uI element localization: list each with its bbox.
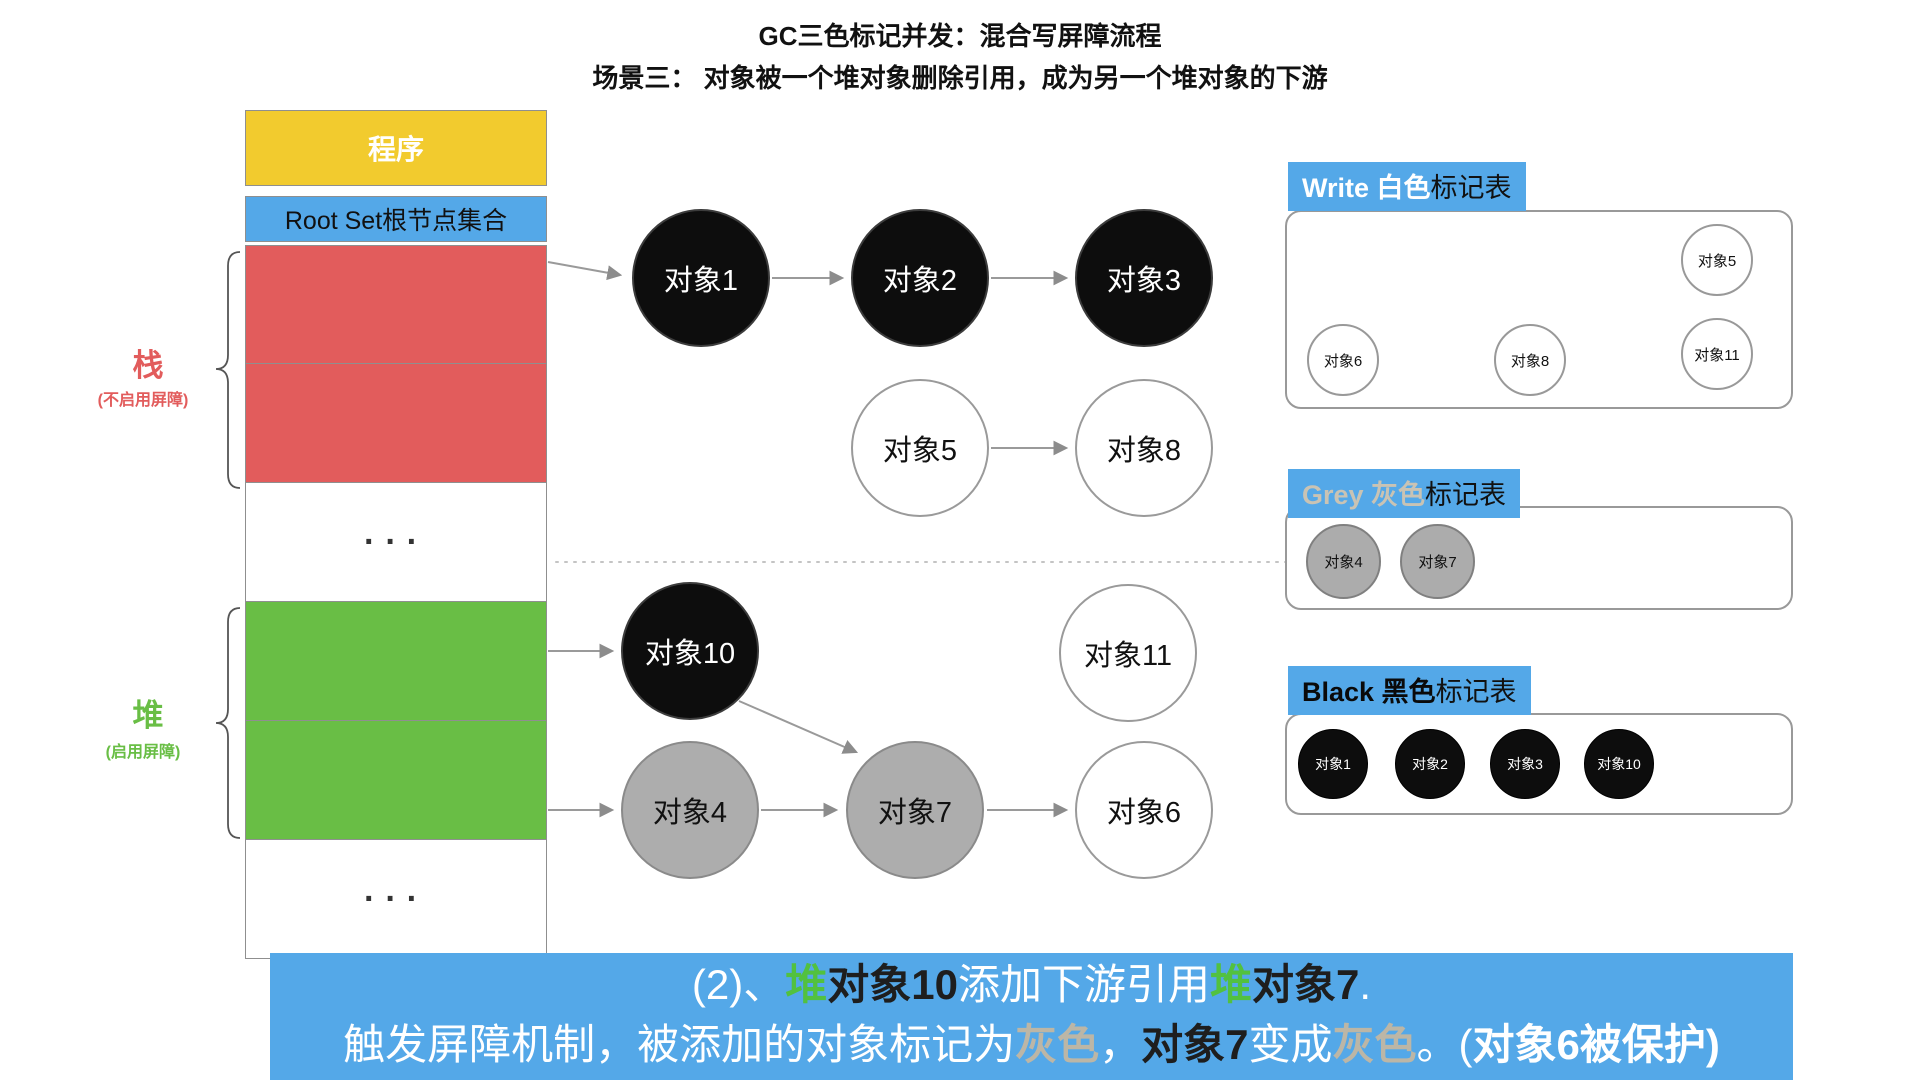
memory-box-rootset: Root Set根节点集合 — [245, 196, 547, 242]
stack-section-label: 栈 — [132, 348, 164, 383]
program-label: 程序 — [367, 134, 424, 165]
banner-text: 触发屏障机制，被添加的对象标记为 — [343, 1021, 1016, 1068]
ellipsis-label: ··· — [364, 522, 428, 561]
node-label: 对象4 — [652, 797, 728, 829]
banner-text: ) — [1705, 1021, 1720, 1068]
banner-text: 对象10 — [827, 961, 958, 1008]
node-label: 对象11 — [1083, 640, 1173, 672]
ellipsis-label: ··· — [364, 879, 428, 918]
banner-text: 对象7 — [1252, 961, 1360, 1008]
arrow-obj10-to-obj7 — [738, 700, 859, 754]
graph-node-obj4: 对象4 — [621, 741, 759, 879]
black-table-title: Black 黑色 — [1302, 677, 1436, 707]
heap-section-note: (启用屏障) — [105, 744, 181, 761]
black-table-title-suffix: 标记表 — [1435, 677, 1517, 707]
banner-text: 灰色 — [1015, 1021, 1100, 1068]
banner-text: 对象7 — [1141, 1021, 1249, 1068]
black-table-node: 对象2 — [1395, 729, 1465, 799]
banner-line-1: (2)、堆对象10添加下游引用堆对象7. — [692, 955, 1371, 1015]
white-table-title-suffix: 标记表 — [1430, 173, 1512, 203]
rootset-label: Root Set根节点集合 — [284, 207, 508, 235]
node-label: 对象7 — [1418, 554, 1457, 571]
node-label: 对象3 — [1507, 756, 1543, 772]
graph-node-obj8: 对象8 — [1075, 379, 1213, 517]
node-label: 对象5 — [882, 435, 958, 467]
banner-text: 对象6被保护 — [1472, 1021, 1706, 1068]
banner-line-2: 触发屏障机制，被添加的对象标记为灰色，对象7变成灰色。(对象6被保护) — [343, 1015, 1720, 1075]
heap-brace — [215, 607, 241, 839]
node-label: 对象8 — [1510, 352, 1550, 370]
graph-node-obj7: 对象7 — [846, 741, 984, 879]
node-label: 对象5 — [1697, 252, 1737, 270]
memory-box-heap-1 — [245, 601, 547, 721]
memory-box-stack-2 — [245, 363, 547, 483]
white-table-header: Write 白色标记表 — [1288, 162, 1526, 211]
graph-node-obj5: 对象5 — [851, 379, 989, 517]
graph-node-obj11: 对象11 — [1059, 584, 1197, 722]
diagram-subtitle: 场景三： 对象被一个堆对象删除引用，成为另一个堆对象的下游 — [592, 63, 1328, 93]
node-label: 对象4 — [1324, 554, 1363, 571]
black-table-node: 对象10 — [1584, 729, 1654, 799]
memory-box-stack-1 — [245, 245, 547, 364]
grey-table-node: 对象4 — [1306, 524, 1381, 599]
heap-section-label: 堆 — [132, 698, 164, 733]
node-label: 对象10 — [644, 638, 736, 670]
bottom-banner: (2)、堆对象10添加下游引用堆对象7. 触发屏障机制，被添加的对象标记为灰色，… — [270, 953, 1793, 1080]
grey-table-node: 对象7 — [1400, 524, 1475, 599]
node-label: 对象2 — [882, 265, 958, 297]
banner-text: (2)、 — [691, 961, 786, 1008]
black-table-node: 对象1 — [1298, 729, 1368, 799]
node-label: 对象2 — [1412, 756, 1448, 772]
grey-table-title: Grey 灰色 — [1302, 480, 1426, 510]
grey-table-title-suffix: 标记表 — [1425, 480, 1507, 510]
node-label: 对象6 — [1106, 797, 1182, 829]
banner-text: ， — [1099, 1021, 1142, 1068]
white-table-node: 对象5 — [1681, 224, 1753, 296]
black-table-header: Black 黑色标记表 — [1288, 666, 1531, 715]
banner-text: 。( — [1416, 1021, 1473, 1068]
grey-table-header: Grey 灰色标记表 — [1288, 469, 1521, 518]
banner-text: 添加下游引用 — [958, 961, 1211, 1008]
black-table-node: 对象3 — [1490, 729, 1560, 799]
banner-text: 变成 — [1248, 1021, 1333, 1068]
graph-node-obj3: 对象3 — [1075, 209, 1213, 347]
node-label: 对象3 — [1106, 265, 1182, 297]
white-table-node: 对象11 — [1681, 318, 1753, 390]
white-table-node: 对象6 — [1307, 324, 1379, 396]
node-label: 对象6 — [1323, 352, 1363, 370]
node-label: 对象1 — [663, 265, 739, 297]
graph-node-obj2: 对象2 — [851, 209, 989, 347]
memory-box-ellipsis-2: ··· — [245, 839, 547, 959]
stack-section-note: (不启用屏障) — [97, 392, 189, 409]
node-label: 对象7 — [877, 797, 953, 829]
node-label: 对象1 — [1315, 756, 1351, 772]
node-label: 对象8 — [1106, 435, 1182, 467]
graph-node-obj6: 对象6 — [1075, 741, 1213, 879]
graph-node-obj10: 对象10 — [621, 582, 759, 720]
diagram-title: GC三色标记并发：混合写屏障流程 — [758, 21, 1162, 51]
memory-box-heap-2 — [245, 720, 547, 840]
arrow-rootset-to-obj1 — [547, 261, 623, 281]
memory-box-program: 程序 — [245, 110, 547, 186]
banner-text: 灰色 — [1332, 1021, 1417, 1068]
banner-text: . — [1359, 961, 1372, 1008]
banner-text: 堆 — [785, 961, 828, 1008]
node-label: 对象11 — [1694, 346, 1740, 364]
white-table-title: Write 白色 — [1302, 173, 1431, 203]
stack-brace — [215, 251, 241, 489]
banner-text: 堆 — [1210, 961, 1253, 1008]
white-table-node: 对象8 — [1494, 324, 1566, 396]
memory-box-ellipsis-1: ··· — [245, 482, 547, 602]
graph-node-obj1: 对象1 — [632, 209, 770, 347]
node-label: 对象10 — [1597, 756, 1641, 772]
